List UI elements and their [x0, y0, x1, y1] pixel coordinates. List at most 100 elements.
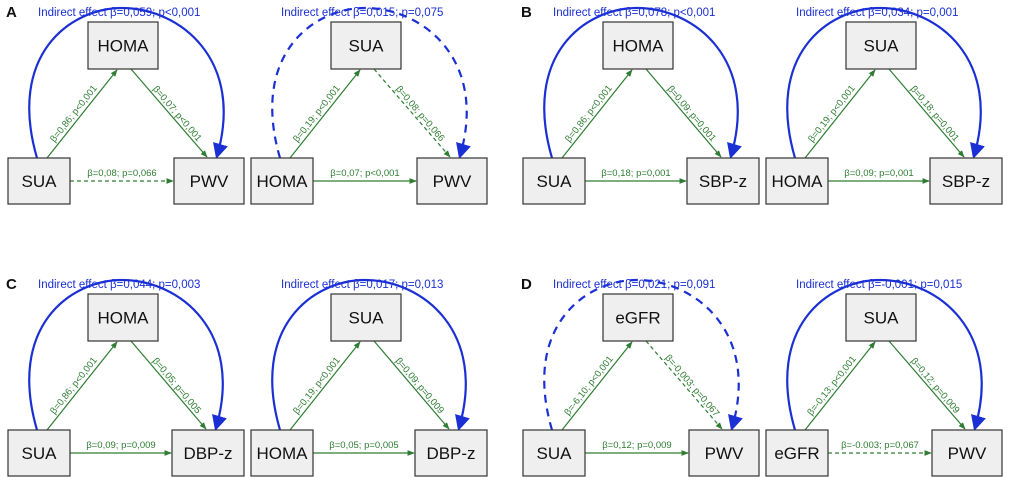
outcome-node: DBP-z — [171, 429, 245, 477]
outcome-node: PWV — [931, 429, 1003, 477]
path-c-label: β=0,07; p<0,001 — [330, 168, 399, 179]
outcome-node: PWV — [688, 429, 760, 477]
mediation-model: Indirect effect β=0,078; p<0,001β=0,86; … — [522, 6, 760, 205]
mediator-node-box — [330, 21, 402, 70]
path-b-arrow — [645, 68, 722, 158]
path-c-label: β=0,05; p=0,005 — [329, 440, 398, 451]
predictor-node-label: HOMA — [257, 444, 309, 463]
predictor-node-label: SUA — [22, 172, 58, 191]
mediation-model: Indirect effect β=0,044; p=0,003β=0,86; … — [7, 278, 245, 477]
predictor-node-box — [7, 429, 71, 477]
mediator-node-label: SUA — [349, 37, 385, 56]
outcome-node-label: SBP-z — [942, 172, 990, 191]
mediator-node-label: HOMA — [613, 37, 665, 56]
mediator-node-box — [602, 21, 674, 70]
predictor-node-box — [250, 429, 314, 477]
path-c-label: β=0,12; p=0,009 — [602, 440, 671, 451]
mediator-node: eGFR — [602, 293, 674, 342]
outcome-node-box — [688, 429, 760, 477]
path-b-arrow — [888, 340, 966, 430]
path-a-arrow — [289, 69, 361, 159]
predictor-node-box — [522, 429, 586, 477]
predictor-node: HOMA — [250, 429, 314, 477]
path-b-label: β=0,05; p=0,005 — [150, 356, 203, 416]
path-b-label: β=0,08; p=0,066 — [393, 84, 446, 144]
panel-letter: A — [6, 4, 17, 21]
indirect-effect-arc — [543, 6, 742, 159]
predictor-node: HOMA — [765, 157, 829, 205]
path-a-label: β=0,86; p<0,001 — [48, 355, 100, 416]
outcome-node-label: PWV — [190, 172, 229, 191]
indirect-effect-arc — [543, 278, 743, 431]
mediator-node: SUA — [845, 293, 917, 342]
path-c-label: β=0,08; p=0,066 — [87, 168, 156, 179]
predictor-node-box — [7, 157, 71, 205]
path-c-label: β=0,18; p=0,001 — [601, 168, 670, 179]
predictor-node-box — [765, 429, 829, 477]
indirect-effect-arc — [786, 278, 986, 431]
indirect-effect-arc — [786, 6, 985, 159]
panel-letter: B — [521, 4, 532, 21]
outcome-node: SBP-z — [929, 157, 1003, 205]
path-a-arrow — [289, 341, 361, 431]
path-b-arrow — [888, 68, 965, 158]
outcome-node-box — [931, 429, 1003, 477]
mediator-node-box — [87, 21, 159, 70]
path-a-label: β=0,19; p<0,001 — [291, 355, 343, 416]
predictor-node-label: SUA — [22, 444, 58, 463]
mediator-node-label: HOMA — [98, 309, 150, 328]
predictor-node: SUA — [7, 429, 71, 477]
mediation-model: Indirect effect β=0,034; p=0,001β=0,19; … — [765, 6, 1003, 205]
predictor-node-label: HOMA — [257, 172, 309, 191]
predictor-node: SUA — [7, 157, 71, 205]
outcome-node: SBP-z — [686, 157, 760, 205]
outcome-node-box — [686, 157, 760, 205]
mediator-node: SUA — [330, 21, 402, 70]
mediator-node-box — [330, 293, 402, 342]
path-b-label: β=0,12; p=0,009 — [908, 356, 961, 416]
path-b-label: β=0,07; p<0,001 — [150, 84, 203, 144]
mediator-node: SUA — [330, 293, 402, 342]
path-a-arrow — [804, 69, 876, 159]
path-b-arrow — [130, 340, 207, 430]
path-a-label: β=0,86; p<0,001 — [563, 83, 615, 144]
path-a-label: β=0,19; p<0,001 — [291, 83, 343, 144]
mediation-model: Indirect effect β=0,021; p=0,091β=-6,10;… — [522, 278, 760, 477]
indirect-effect-arc — [271, 278, 470, 431]
outcome-node-label: DBP-z — [183, 444, 232, 463]
path-a-arrow — [561, 341, 633, 431]
outcome-node-label: PWV — [433, 172, 472, 191]
predictor-node-box — [522, 157, 586, 205]
outcome-node-box — [414, 429, 488, 477]
mediation-model: Indirect effect β=0,015; p=0,075β=0,19; … — [250, 6, 488, 205]
predictor-node: SUA — [522, 157, 586, 205]
outcome-node: PWV — [416, 157, 488, 205]
path-b-label: β=0,09; p=0,001 — [665, 84, 718, 144]
path-c-label: β=0,09; p=0,009 — [86, 440, 155, 451]
path-a-arrow — [804, 341, 876, 431]
predictor-node: HOMA — [250, 157, 314, 205]
outcome-node-label: PWV — [705, 444, 744, 463]
path-b-arrow — [130, 68, 208, 158]
path-b-arrow — [373, 340, 450, 430]
predictor-node-box — [765, 157, 829, 205]
indirect-effect-arc — [271, 6, 471, 159]
indirect-effect-arc — [28, 278, 227, 431]
predictor-node-label: SUA — [537, 444, 573, 463]
panel-letter: D — [521, 276, 532, 293]
path-b-label: β=0,09; p=0,009 — [393, 356, 446, 416]
mediator-node: SUA — [845, 21, 917, 70]
mediator-node-label: eGFR — [615, 309, 660, 328]
indirect-effect-arc — [28, 6, 228, 159]
mediator-node-box — [845, 293, 917, 342]
predictor-node-box — [250, 157, 314, 205]
path-a-arrow — [46, 341, 118, 431]
path-c-label: β=0,09; p=0,001 — [844, 168, 913, 179]
mediation-model: Indirect effect β=-0,001; p=0,015β=-0,13… — [765, 278, 1003, 477]
mediator-node-box — [845, 21, 917, 70]
path-a-label: β=-0,13; p<0,001 — [805, 354, 859, 418]
